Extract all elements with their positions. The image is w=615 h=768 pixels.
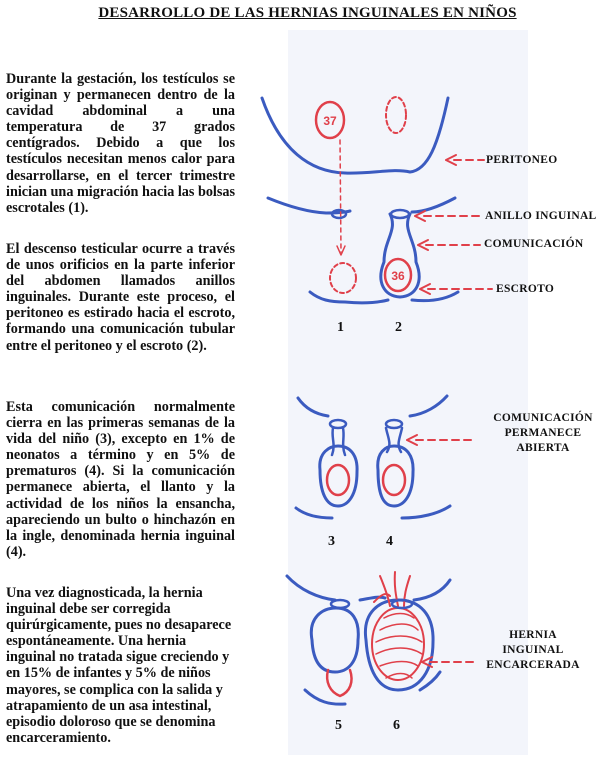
testis-4 [381,463,407,497]
abdominal-wall-right [410,196,457,214]
scrotal-sac-5 [309,606,360,674]
peritoneum-line-2 [296,394,449,418]
intestinal-loop [371,607,425,681]
testis-dashed-bottom [329,262,357,294]
testis-scrotal [383,257,413,293]
figure-number-1: 1 [337,320,344,335]
paragraph-gestation: Durante la gestación, los testículos se … [6,71,236,216]
figure-number-6: 6 [393,718,400,733]
figure-background [288,30,528,755]
label-hernia-encarcerada: HERNIA INGUINAL ENCARCERADA [486,629,580,671]
scrotum-line [308,290,460,305]
migration-arrowhead [336,245,346,256]
scrotal-sac-3 [318,444,359,508]
figure-number-4: 4 [386,534,393,549]
hernia-sac-6 [363,598,435,692]
testis-dashed-top [385,96,407,134]
label-peritoneo: PERITONEO [486,154,558,166]
closed-cord-3 [330,426,347,457]
figure-number-3: 3 [328,534,335,549]
scrotum-line-3 [303,670,442,706]
label-comunicacion-abierta: COMUNICACIÓN PERMANECE ABIERTA [493,412,593,454]
figure-number-5: 5 [335,718,342,733]
intestine-strands [373,571,411,607]
testis-3 [325,463,351,497]
scrotum-line-2 [294,504,452,520]
inguinal-ring-right [389,208,411,220]
intestine-folds [375,612,423,679]
testis-abdominal [314,100,346,140]
inguinal-ring-left [330,208,348,220]
temperature-37: 37 [323,114,337,128]
peritoneum-line [260,96,450,175]
inguinal-ring-4 [384,418,404,430]
right-wall-6 [412,578,452,602]
page-title: DESARROLLO DE LAS HERNIAS INGUINALES EN … [98,5,517,21]
communication-tube [379,212,421,299]
paragraph-treatment: Una vez diagnosticada, la hernia inguina… [6,585,232,746]
figure-number-2: 2 [395,320,402,335]
paragraph-descent: El descenso testicular ocurre a través d… [6,241,235,354]
open-tube-4 [384,426,404,454]
paragraph-closure: Esta comunicación normalmente cierra en … [6,399,235,560]
label-anillo-inguinal: ANILLO INGUINAL [485,210,597,222]
abdominal-wall-left [266,196,352,215]
testis-5-edge [325,668,353,698]
peritoneum-line-3 [285,574,387,602]
inguinal-ring-6 [390,598,414,610]
label-escroto: ESCROTO [496,283,555,295]
label-comunicacion: COMUNICACIÓN [484,238,584,250]
inguinal-ring-3 [328,418,348,430]
scrotal-sac-4 [376,444,415,508]
temperature-36: 36 [391,269,405,283]
migration-path [339,139,342,253]
